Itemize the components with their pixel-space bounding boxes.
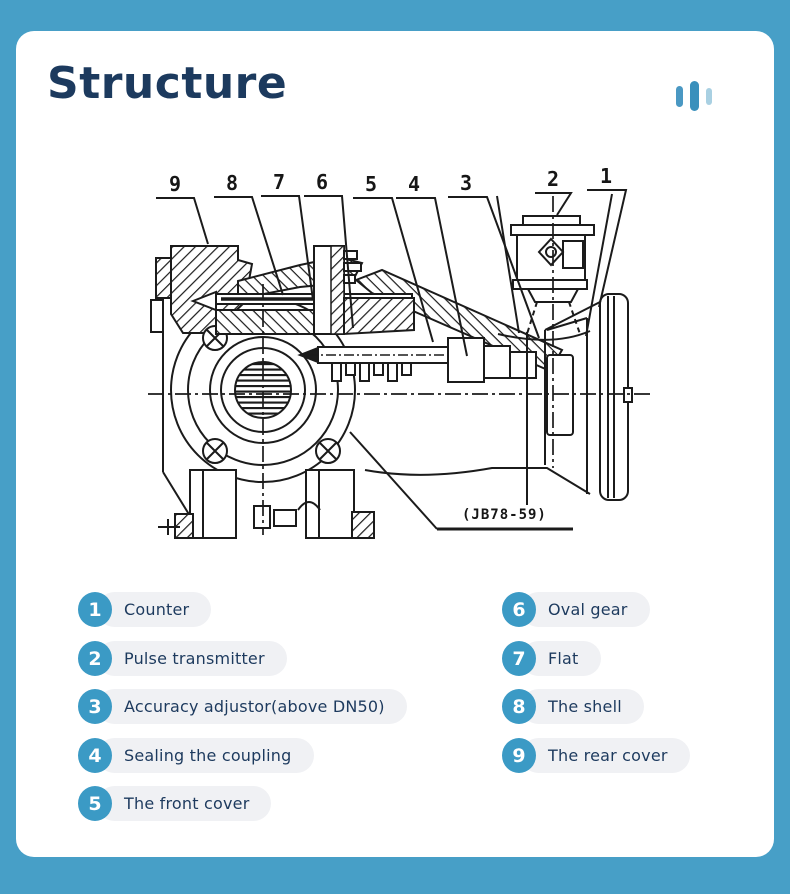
legend-label: Oval gear [521, 592, 650, 627]
legend-number-badge: 8 [502, 689, 536, 724]
legend-label: The rear cover [521, 738, 690, 773]
line-art [148, 189, 650, 539]
legend-label: The front cover [97, 786, 272, 821]
legend-number-badge: 1 [78, 592, 112, 627]
legend-number-badge: 6 [502, 592, 536, 627]
legend-item: 4 Sealing the coupling [78, 738, 314, 773]
bar-icon-middle [690, 81, 699, 111]
legend-item: 3 Accuracy adjustor(above DN50) [78, 689, 407, 724]
legend-number-badge: 5 [78, 786, 112, 821]
page-title: Structure [47, 58, 288, 109]
legend-number-badge: 2 [78, 641, 112, 676]
callout-7: 7 [273, 170, 285, 194]
legend-label: Pulse transmitter [97, 641, 287, 676]
callout-6: 6 [316, 170, 328, 194]
callout-5: 5 [365, 172, 377, 196]
callout-2: 2 [547, 167, 559, 191]
model-designation-label: (JB78-59) [462, 507, 547, 523]
legend-item: 2 Pulse transmitter [78, 641, 287, 676]
legend-item: 7 Flat [502, 641, 601, 676]
legend-number-badge: 4 [78, 738, 112, 773]
callout-8: 8 [226, 171, 238, 195]
callout-9: 9 [169, 172, 181, 196]
callout-3: 3 [460, 171, 472, 195]
bar-icon-right [706, 88, 712, 105]
legend-item: 6 Oval gear [502, 592, 650, 627]
legend-label: Sealing the coupling [97, 738, 314, 773]
legend-label: Accuracy adjustor(above DN50) [97, 689, 407, 724]
legend-item: 1 Counter [78, 592, 212, 627]
legend-item: 8 The shell [502, 689, 644, 724]
legend-label: Counter [97, 592, 212, 627]
legend-item: 5 The front cover [78, 786, 272, 821]
legend-label: The shell [521, 689, 644, 724]
legend-number-badge: 7 [502, 641, 536, 676]
callout-4: 4 [408, 172, 420, 196]
legend-item: 9 The rear cover [502, 738, 690, 773]
bar-icon-left [676, 86, 683, 107]
legend-number-badge: 9 [502, 738, 536, 773]
callout-1: 1 [600, 164, 612, 188]
legend-number-badge: 3 [78, 689, 112, 724]
